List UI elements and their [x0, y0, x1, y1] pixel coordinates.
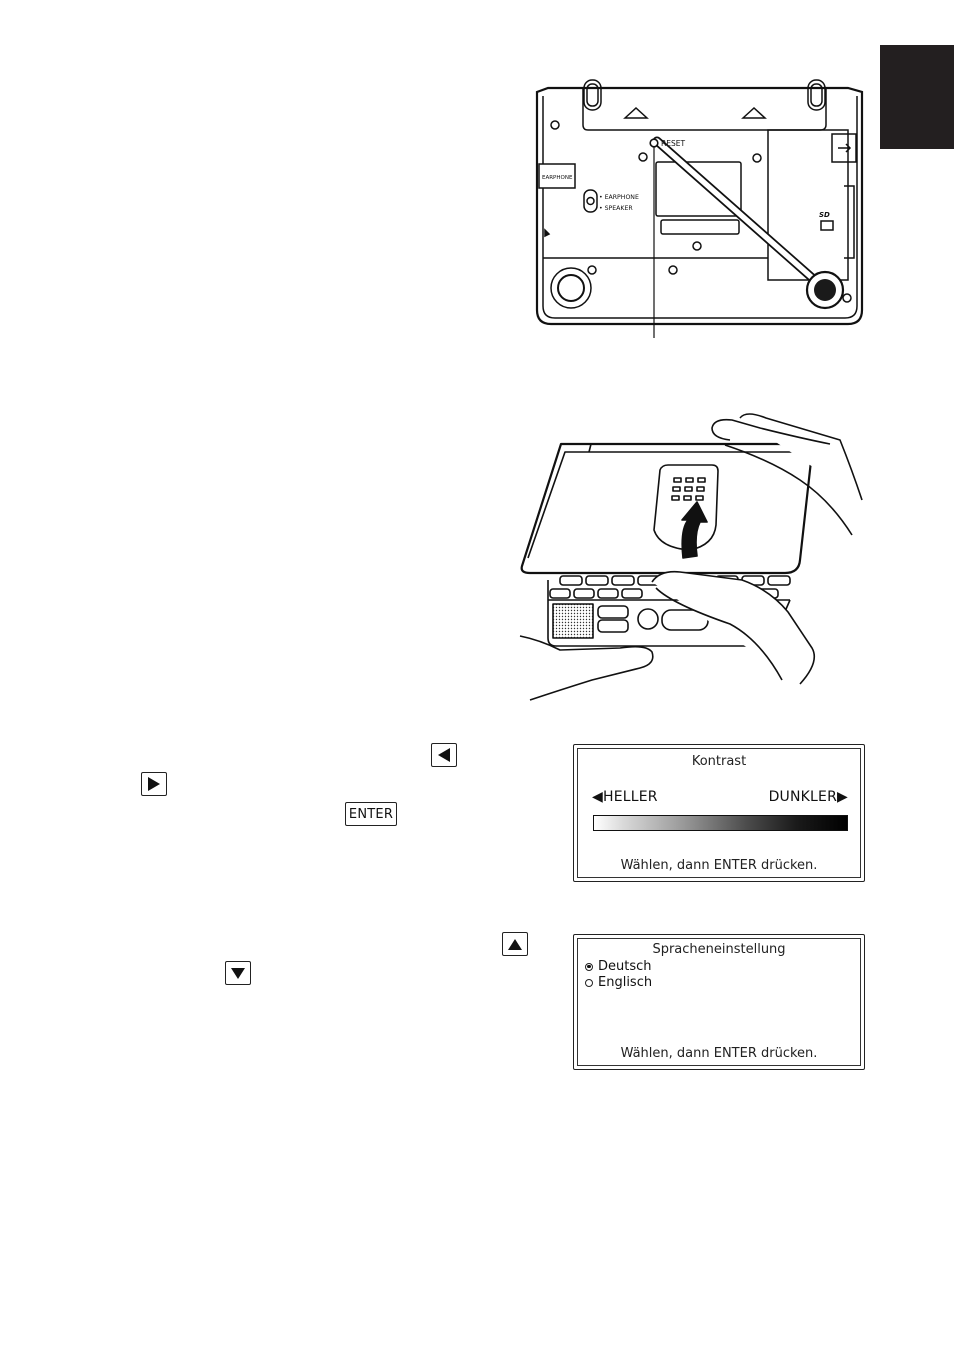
enter-key: ENTER — [345, 802, 397, 826]
up-arrow-key — [502, 932, 528, 956]
reset-label: RESET — [661, 139, 685, 148]
chapter-tab — [880, 45, 954, 149]
option-label: Englisch — [598, 975, 653, 990]
language-footer: Wählen, dann ENTER drücken. — [620, 1046, 818, 1061]
left-arrow-key — [431, 743, 457, 767]
radio-selected-icon — [585, 962, 593, 971]
contrast-right-label: DUNKLER▶ — [768, 789, 848, 805]
contrast-screen-inner: Kontrast ◀HELLER DUNKLER▶ Wählen, dann E… — [577, 748, 861, 878]
language-screen-inner: Spracheneinstellung Deutsch Englisch Wäh… — [577, 938, 861, 1066]
language-option-deutsch: Deutsch — [585, 959, 652, 974]
left-triangle-icon — [438, 748, 450, 762]
right-triangle-icon — [148, 777, 160, 791]
language-title: Spracheneinstellung — [652, 942, 786, 957]
contrast-footer: Wählen, dann ENTER drücken. — [620, 858, 818, 873]
sd-logo: SD — [819, 211, 830, 219]
contrast-left-label: ◀HELLER — [592, 789, 658, 805]
switch-speaker-label: • SPEAKER — [599, 205, 633, 212]
radio-unselected-icon — [585, 978, 593, 987]
down-arrow-key — [225, 961, 251, 985]
up-triangle-icon — [508, 938, 522, 950]
option-label: Deutsch — [598, 959, 652, 974]
down-triangle-icon — [231, 967, 245, 979]
contrast-screen: Kontrast ◀HELLER DUNKLER▶ Wählen, dann E… — [573, 744, 865, 882]
language-screen: Spracheneinstellung Deutsch Englisch Wäh… — [573, 934, 865, 1070]
switch-earphone-label: • EARPHONE — [599, 194, 639, 201]
right-arrow-key — [141, 772, 167, 796]
contrast-title: Kontrast — [691, 754, 747, 769]
contrast-gradient-bar — [593, 815, 848, 831]
language-option-englisch: Englisch — [585, 975, 652, 990]
earphone-tab-label: EARPHONE — [542, 175, 573, 181]
